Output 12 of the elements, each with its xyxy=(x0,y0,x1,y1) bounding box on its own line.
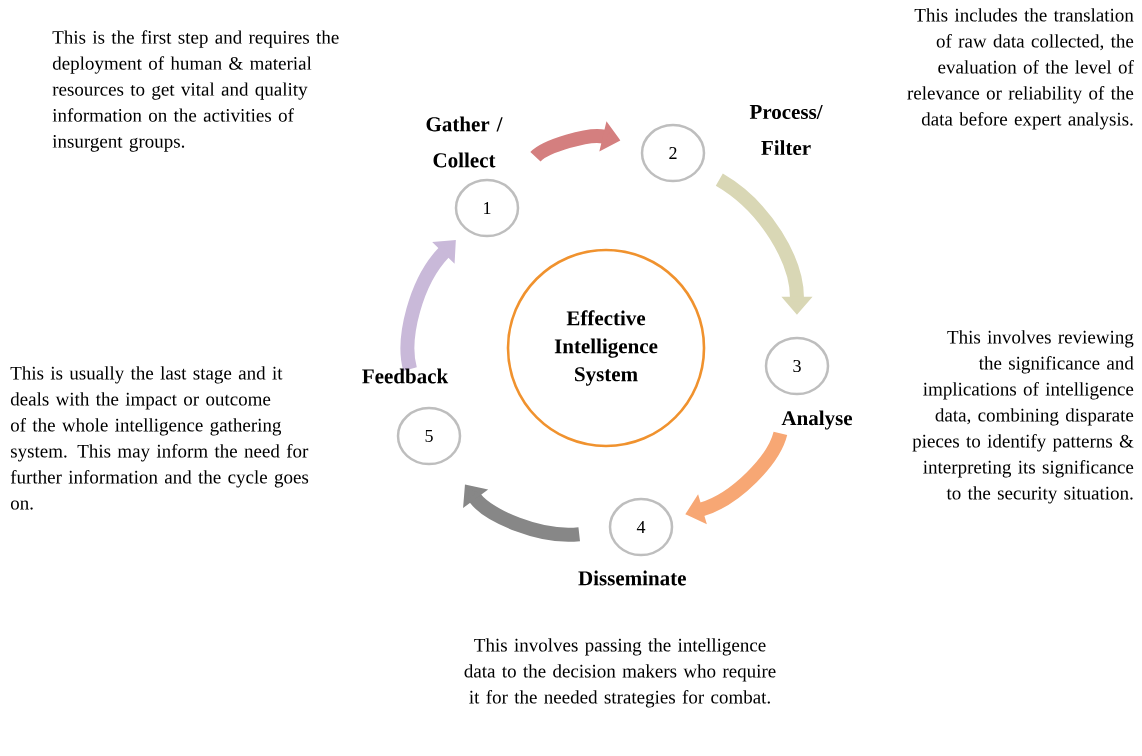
description-text: This involves passing the intelligence data to the decision makers who require it for the needed strategies for combat. xyxy=(464,638,776,708)
stage-heading: Disseminate xyxy=(578,570,686,586)
description-text: This is the first step and requires the deployment of human & material resources to get vital and quality information on the activities of insurgent groups. xyxy=(52,30,339,152)
stage-heading: Analyse xyxy=(781,410,853,430)
description-text: This is usually the last stage and it deals with the impact or outcome of the whole intelligence gathering system. This may inform the need for further information and the cycle goes on. xyxy=(10,366,309,510)
curved-arrow xyxy=(463,484,580,542)
description-text: This involves reviewing the significance and implications of intelligence data, combining disparate pieces to identify patterns & interpreting its significance to the security situation. xyxy=(912,330,1134,504)
stage-heading: Feedback xyxy=(362,368,449,384)
description-text: This includes the translation of raw data collected, the evaluation of the level of relevance or reliability of the data before expert analysis. xyxy=(907,8,1134,130)
stage-heading: Process/ Filter xyxy=(749,105,823,155)
stage-heading: Gather / Collect xyxy=(426,116,503,168)
curved-arrow xyxy=(400,240,456,371)
